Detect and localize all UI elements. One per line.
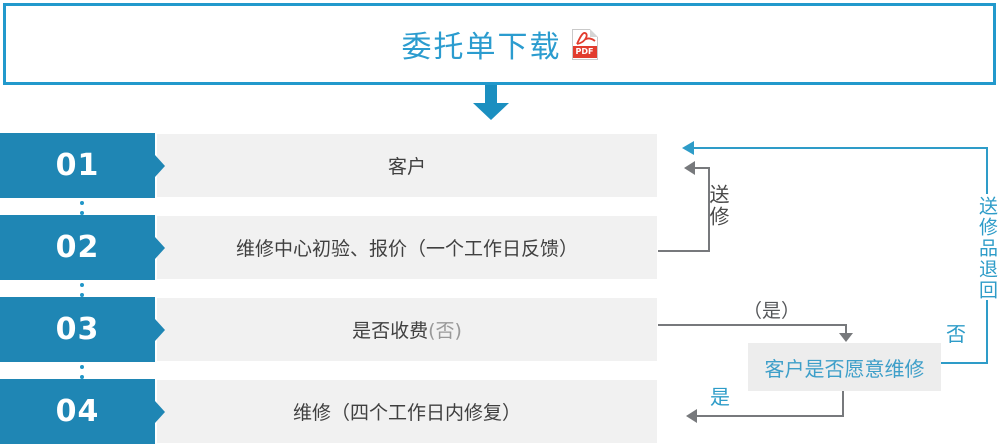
- step-number: 02: [0, 215, 155, 280]
- decision-box: 客户是否愿意维修: [748, 343, 941, 391]
- willing-yes-line: [696, 415, 844, 417]
- step-row-2: 02 维修中心初验、报价（一个工作日反馈）: [0, 215, 660, 280]
- arrow-left-icon: [684, 161, 695, 175]
- step-label: 维修（四个工作日内修复）: [157, 380, 657, 443]
- return-path-line: [941, 362, 988, 364]
- step-label: 客户: [157, 134, 657, 197]
- pdf-badge: PDF: [572, 45, 597, 58]
- page-fold-corner: [589, 28, 598, 37]
- dotted-connector: [80, 365, 84, 379]
- step-label: 是否收费(否): [157, 298, 657, 361]
- return-path-line: [986, 300, 988, 363]
- step-arrow-icon: [155, 400, 165, 423]
- arrow-down-icon: [473, 85, 509, 121]
- arrow-down-icon: [839, 333, 853, 342]
- return-item-label: 送修品退回: [976, 196, 998, 301]
- charge-yes-label: （是）: [743, 300, 801, 322]
- step-row-1: 01 客户: [0, 133, 660, 198]
- step-number: 01: [0, 133, 155, 198]
- arrow-head: [473, 103, 509, 120]
- download-banner[interactable]: 委托单下载 PDF: [3, 3, 996, 85]
- return-path-line: [692, 147, 988, 149]
- arrow-stem: [485, 85, 497, 103]
- no-label: 否: [946, 322, 966, 346]
- send-repair-line: [694, 167, 708, 169]
- return-path-line: [986, 147, 988, 194]
- charge-yes-line: [845, 324, 847, 333]
- banner-title[interactable]: 委托单下载: [401, 30, 562, 65]
- step-number: 03: [0, 297, 155, 362]
- step-arrow-icon: [155, 318, 165, 341]
- arrow-left-icon: [686, 409, 697, 423]
- step-label-suffix: (否): [428, 320, 462, 342]
- send-repair-label: 送修: [706, 184, 730, 228]
- yes-label: 是: [710, 385, 730, 409]
- step-number: 04: [0, 379, 155, 444]
- step-row-3: 03 是否收费(否): [0, 297, 660, 362]
- charge-yes-line: [658, 324, 847, 326]
- acrobat-swirl-icon: [575, 31, 596, 45]
- step-label: 维修中心初验、报价（一个工作日反馈）: [157, 216, 657, 279]
- dotted-connector: [80, 283, 84, 297]
- step-row-4: 04 维修（四个工作日内修复）: [0, 379, 660, 444]
- willing-yes-line: [842, 391, 844, 417]
- step-arrow-icon: [155, 154, 165, 177]
- step-arrow-icon: [155, 236, 165, 259]
- dotted-connector: [80, 201, 84, 215]
- pdf-file-icon[interactable]: PDF: [571, 28, 598, 60]
- arrow-left-icon: [682, 141, 694, 155]
- send-repair-line: [658, 250, 710, 252]
- send-repair-line: [708, 167, 710, 252]
